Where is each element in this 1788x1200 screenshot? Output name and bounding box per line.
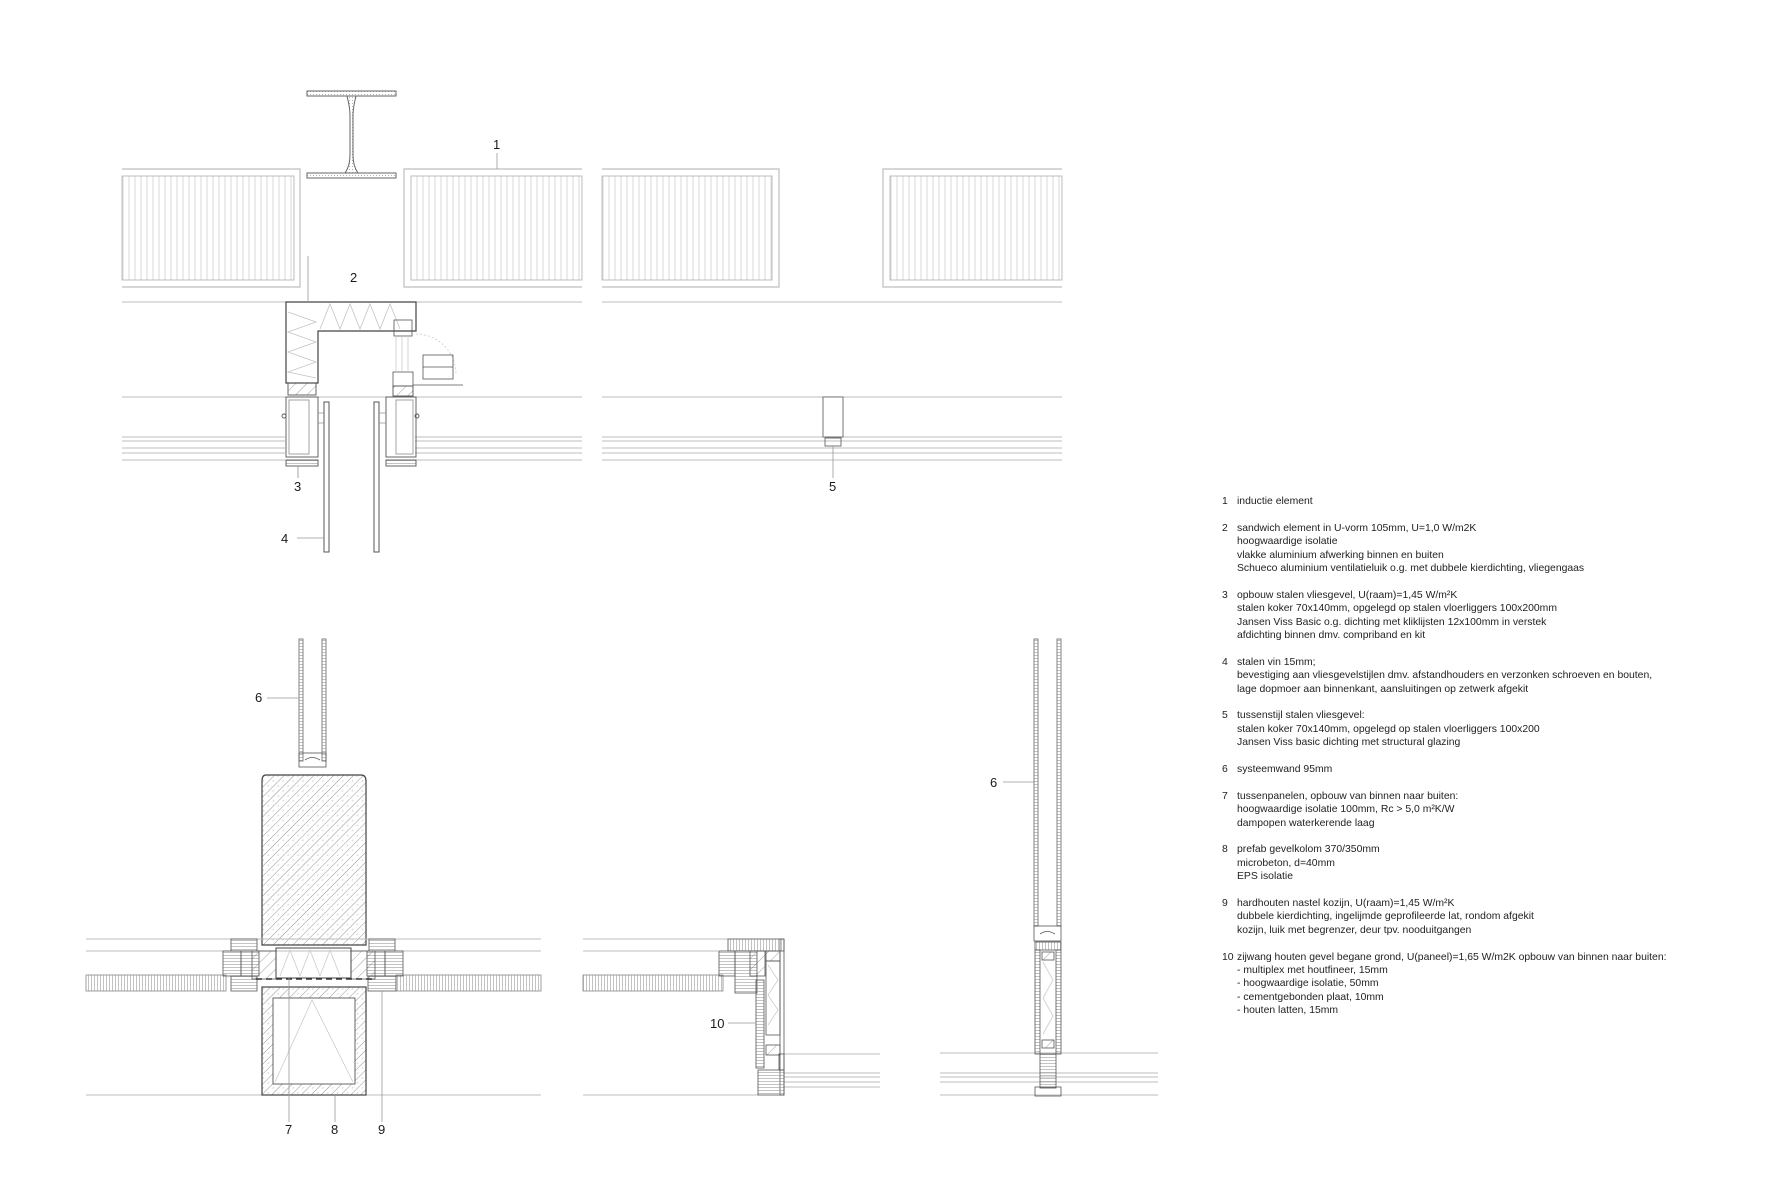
timber-side-wall bbox=[718, 938, 785, 1096]
view-top-left bbox=[121, 90, 583, 553]
callout-2: 2 bbox=[350, 270, 358, 285]
legend-number: 9 bbox=[1222, 898, 1228, 910]
legend-text: - cementgebonden plaat, 10mm bbox=[1237, 991, 1384, 1003]
callout-5: 5 bbox=[829, 479, 837, 494]
view-bottom-right bbox=[940, 638, 1158, 1097]
callout-3: 3 bbox=[294, 479, 302, 494]
view-bottom-middle bbox=[582, 938, 880, 1096]
legend-text: lage dopmoer aan binnenkant, aansluiting… bbox=[1237, 683, 1529, 695]
legend-text: - multiplex met houtfineer, 15mm bbox=[1237, 965, 1388, 977]
legend-number: 3 bbox=[1222, 589, 1228, 601]
legend-number: 7 bbox=[1222, 790, 1228, 802]
legend-text: Jansen Viss Basic o.g. dichting met klik… bbox=[1237, 616, 1547, 628]
legend-item: 3 opbouw stalen vliesgevel, U(raam)=1,45… bbox=[1222, 589, 1762, 643]
induction-element bbox=[403, 168, 583, 288]
legend-item: 2 sandwich element in U-vorm 105mm, U=1,… bbox=[1222, 522, 1762, 576]
legend-number: 4 bbox=[1222, 656, 1228, 668]
legend-text: opbouw stalen vliesgevel, U(raam)=1,45 W… bbox=[1237, 589, 1458, 601]
legend-text: vlakke aluminium afwerking binnen en bui… bbox=[1237, 549, 1444, 561]
legend-number: 5 bbox=[1222, 710, 1228, 722]
callout-1: 1 bbox=[493, 137, 501, 152]
legend-item: 7 tussenpanelen, opbouw van binnen naar … bbox=[1222, 790, 1762, 830]
legend-text: Jansen Viss basic dichting met structura… bbox=[1237, 737, 1461, 749]
legend-text: sandwich element in U-vorm 105mm, U=1,0 … bbox=[1237, 522, 1477, 534]
legend-text: kozijn, luik met begrenzer, deur tpv. no… bbox=[1237, 924, 1472, 936]
steel-fin bbox=[323, 401, 330, 553]
callout-4: 4 bbox=[281, 531, 289, 546]
callout-6: 6 bbox=[990, 775, 998, 790]
legend-item: 1 inductie element bbox=[1222, 495, 1762, 508]
legend-item: 6 systeemwand 95mm bbox=[1222, 763, 1762, 776]
legend-text: dampopen waterkerende laag bbox=[1237, 817, 1375, 829]
legend-text: Schueco aluminium ventilatieluik o.g. me… bbox=[1237, 563, 1585, 575]
legend-text: - houten latten, 15mm bbox=[1237, 1005, 1339, 1017]
legend-item: 9 hardhouten nastel kozijn, U(raam)=1,45… bbox=[1222, 897, 1762, 937]
prefab-column bbox=[261, 774, 367, 946]
legend-text: stalen koker 70x140mm, opgelegd op stale… bbox=[1237, 603, 1557, 615]
induction-element bbox=[121, 168, 301, 288]
legend-text: stalen koker 70x140mm, opgelegd op stale… bbox=[1237, 723, 1540, 735]
steel-fin bbox=[373, 401, 380, 553]
legend-text: hoogwaardige isolatie 100mm, Rc > 5,0 m²… bbox=[1237, 804, 1455, 816]
legend-text: zijwang houten gevel begane grond, U(pan… bbox=[1237, 951, 1667, 963]
legend-item: 5 tussenstijl stalen vliesgevel: stalen … bbox=[1222, 709, 1762, 749]
sandwich-u-element bbox=[285, 256, 417, 384]
induction-element bbox=[601, 168, 780, 288]
prefab-column-base bbox=[261, 986, 367, 1096]
legend-text: - hoogwaardige isolatie, 50mm bbox=[1237, 978, 1379, 990]
legend-number: 8 bbox=[1222, 844, 1228, 856]
legend-item: 4 stalen vin 15mm; bevestiging aan vlies… bbox=[1222, 656, 1762, 696]
legend-text: tussenstijl stalen vliesgevel: bbox=[1237, 710, 1365, 722]
legend-text: stalen vin 15mm; bbox=[1237, 656, 1316, 668]
legend-text: afdichting binnen dmv. compriband en kit bbox=[1237, 630, 1426, 642]
legend: 1 inductie element 2 sandwich element in… bbox=[1222, 495, 1762, 1031]
legend-text: microbeton, d=40mm bbox=[1237, 857, 1335, 869]
steel-i-beam bbox=[306, 90, 397, 179]
legend-item: 10 zijwang houten gevel begane grond, U(… bbox=[1222, 951, 1762, 1018]
callout-6: 6 bbox=[255, 690, 263, 705]
timber-wall-connection bbox=[1034, 941, 1062, 1097]
legend-number: 2 bbox=[1222, 522, 1228, 534]
curtain-wall-mullion bbox=[385, 385, 420, 467]
view-top-right bbox=[601, 168, 1063, 478]
legend-text: dubbele kierdichting, ingelijmde geprofi… bbox=[1237, 911, 1534, 923]
legend-text: prefab gevelkolom 370/350mm bbox=[1237, 844, 1380, 856]
ventilation-hatch bbox=[392, 319, 463, 387]
legend-text: tussenpanelen, opbouw van binnen naar bu… bbox=[1237, 790, 1459, 802]
view-bottom-left bbox=[85, 638, 542, 1122]
curtain-wall-mullion bbox=[281, 382, 319, 478]
induction-element bbox=[882, 168, 1063, 288]
legend-text: bevestiging aan vliesgevelstijlen dmv. a… bbox=[1237, 670, 1653, 682]
legend-text: EPS isolatie bbox=[1237, 871, 1294, 883]
legend-text: hardhouten nastel kozijn, U(raam)=1,45 W… bbox=[1237, 898, 1455, 910]
system-wall bbox=[1003, 638, 1062, 942]
legend-number: 1 bbox=[1222, 496, 1228, 507]
intermediate-panel bbox=[275, 947, 352, 979]
callout-10: 10 bbox=[710, 1016, 725, 1031]
callout-9: 9 bbox=[378, 1122, 386, 1137]
legend-item: 8 prefab gevelkolom 370/350mm microbeton… bbox=[1222, 843, 1762, 883]
intermediate-mullion bbox=[822, 396, 844, 478]
callout-7: 7 bbox=[285, 1122, 293, 1137]
legend-number: 6 bbox=[1222, 764, 1228, 776]
system-wall bbox=[267, 638, 327, 768]
callout-8: 8 bbox=[331, 1122, 339, 1137]
legend-text: inductie element bbox=[1237, 496, 1313, 507]
legend-text: systeemwand 95mm bbox=[1237, 764, 1333, 776]
legend-text: hoogwaardige isolatie bbox=[1237, 536, 1338, 548]
legend-number: 10 bbox=[1222, 951, 1234, 963]
hardwood-frame bbox=[222, 938, 404, 992]
